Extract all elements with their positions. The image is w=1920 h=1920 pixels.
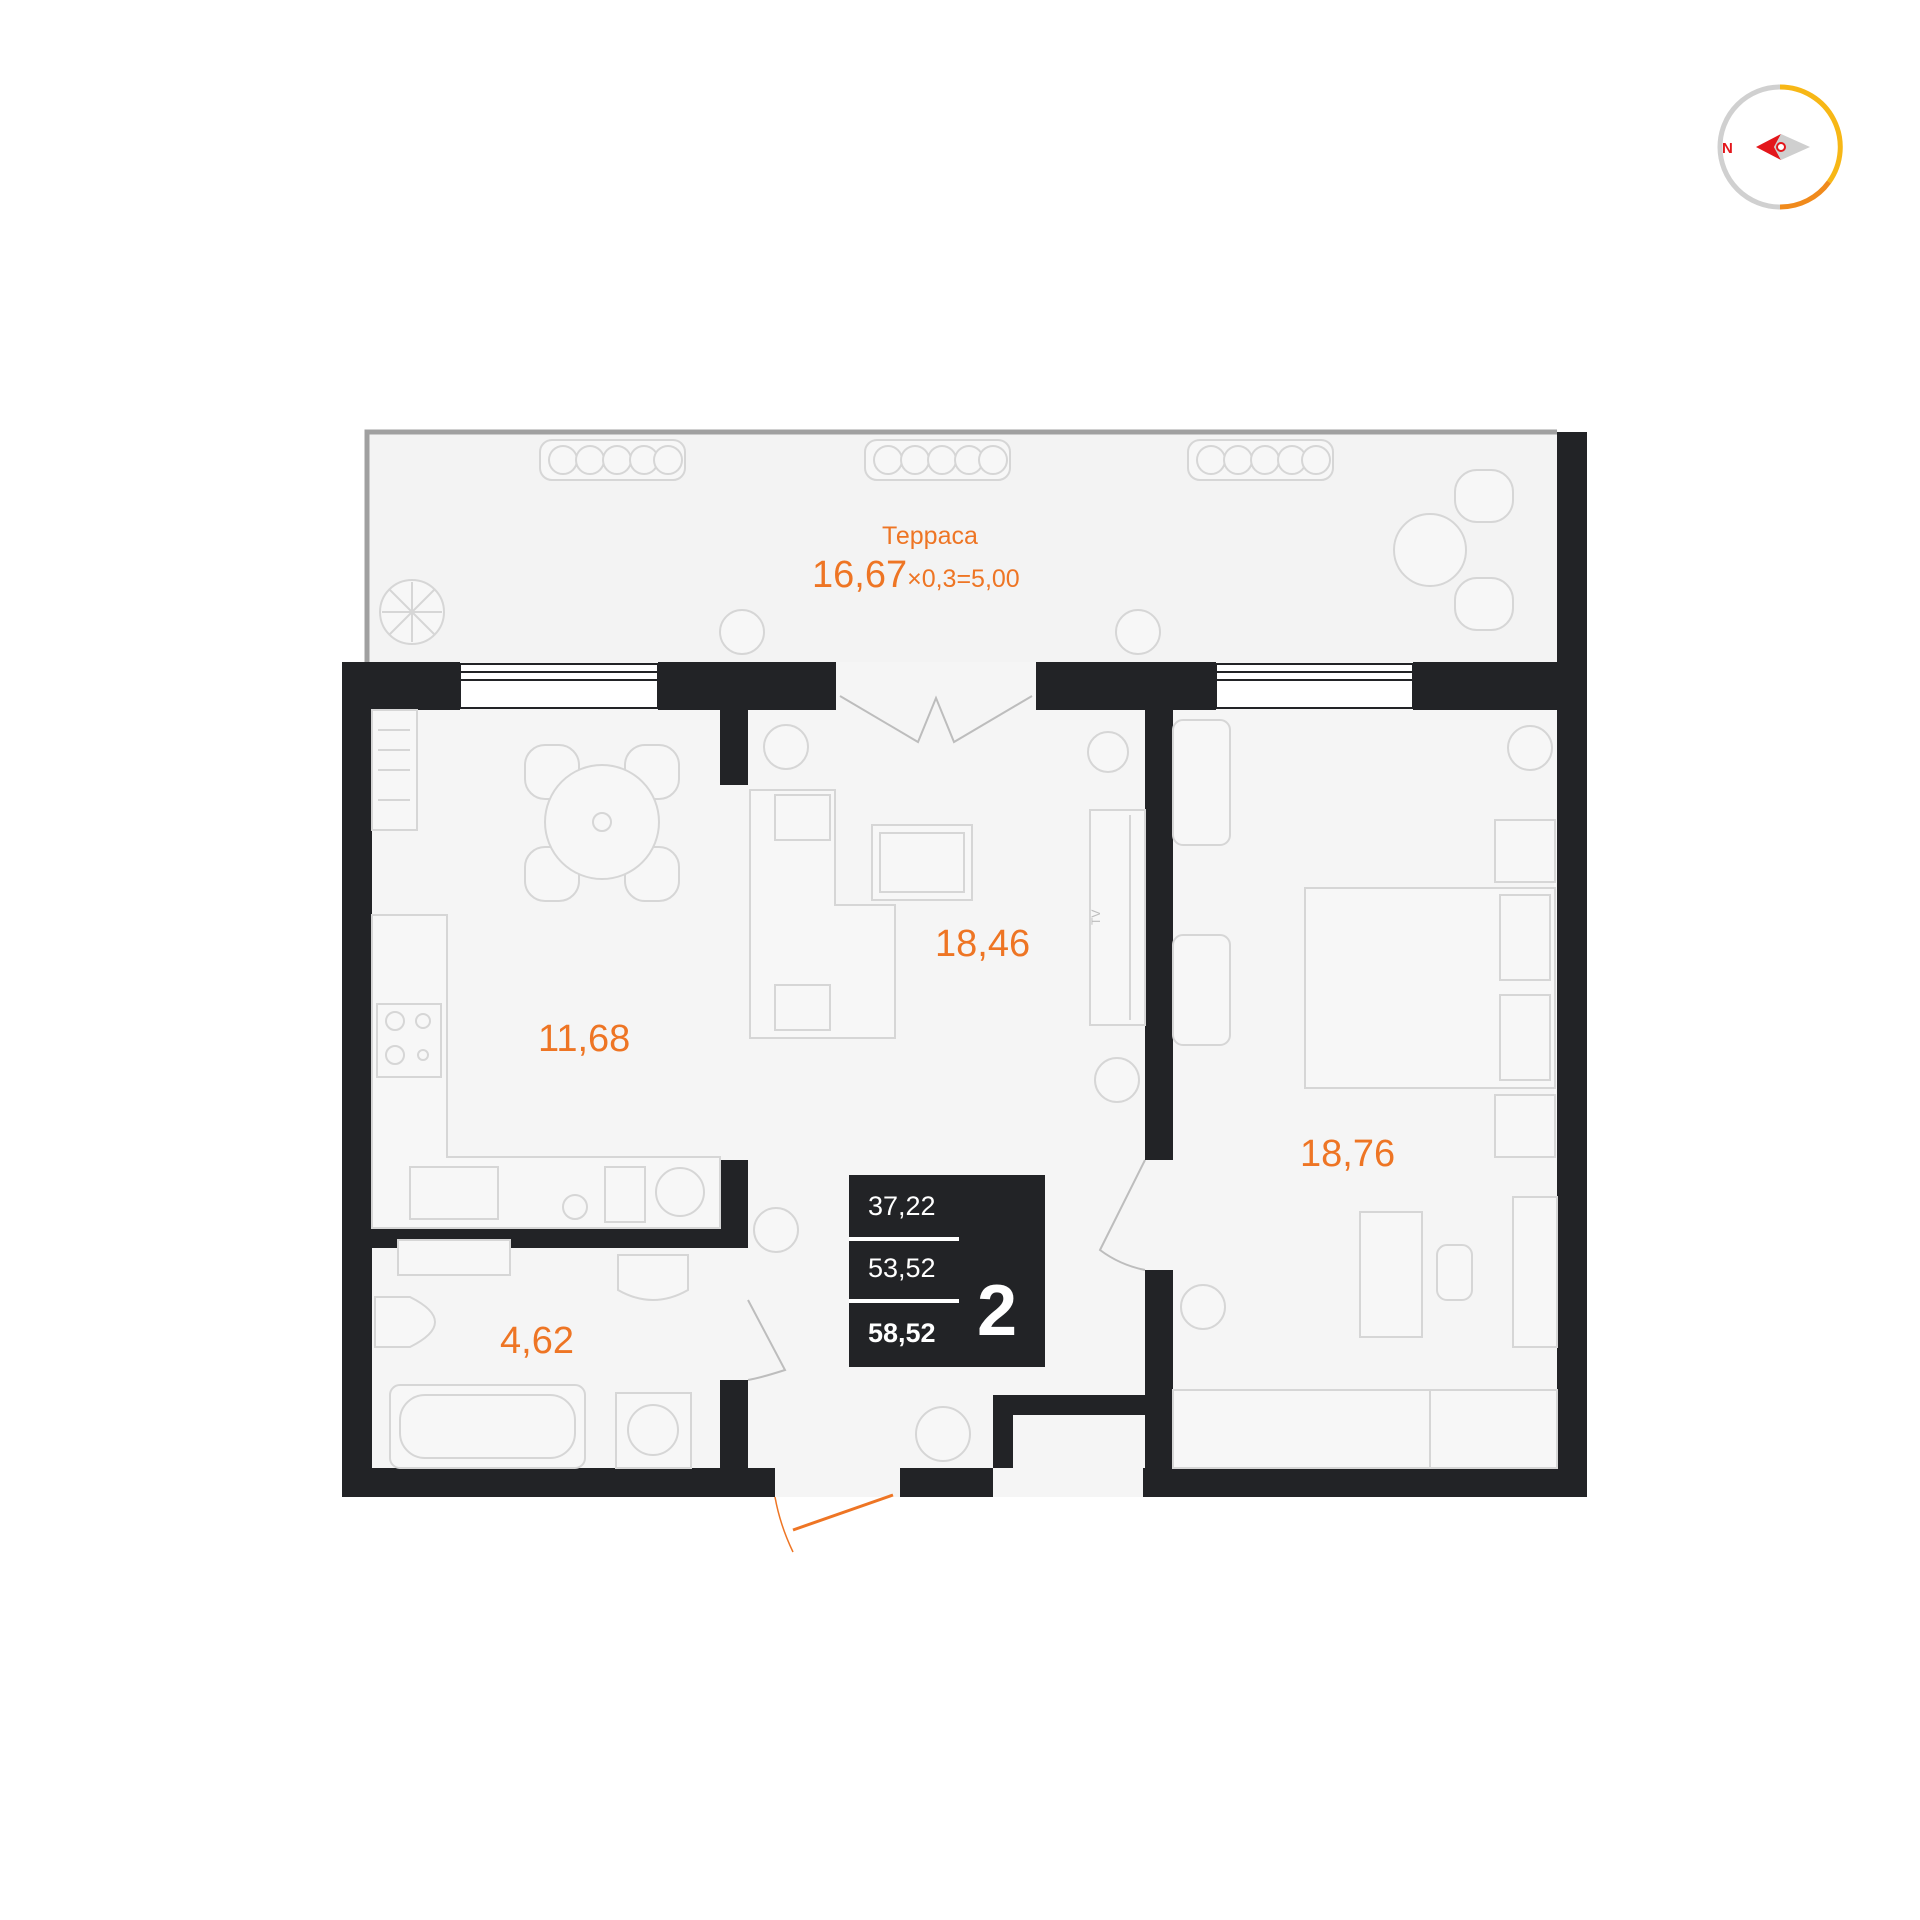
bathroom-fixtures (374, 1239, 692, 1469)
plant-living (1094, 1057, 1140, 1103)
dining-set (524, 744, 680, 902)
tv-label: TV (1089, 910, 1103, 925)
terrace-railing (364, 429, 1557, 662)
shelf-kitchen (371, 709, 418, 831)
terrace-label: Терраса (882, 522, 978, 550)
window-bedroom (1215, 663, 1414, 709)
terrace-plant-2 (1115, 609, 1161, 655)
compass-ring-accent (1779, 84, 1843, 184)
wall-top-left (342, 662, 460, 710)
bathroom-door (747, 1299, 787, 1381)
planter-mid (864, 439, 1011, 481)
wall-kitchen-lower (720, 1160, 748, 1230)
hall-pouf (915, 1406, 971, 1462)
sofa (749, 789, 896, 1039)
plant-bedroom-1 (1507, 725, 1553, 771)
bathroom-area-label: 4,62 (500, 1320, 574, 1362)
compass-arrow-north (1756, 134, 1781, 160)
planter-right (1187, 439, 1334, 481)
wall-outer-right (1557, 662, 1587, 1497)
wall-outer-left (342, 662, 372, 1497)
terrace-area-calc: 16,67×0,3=5,00 (812, 554, 1020, 597)
tv-console (1089, 809, 1146, 1026)
compass-arrow-south (1774, 134, 1810, 160)
wall-bedroom-upper (1145, 710, 1173, 1160)
wall-bottom-right (1143, 1468, 1587, 1497)
entrance-door-arc (774, 1496, 794, 1553)
summary-divider-2 (849, 1299, 959, 1303)
compass-center (1776, 142, 1786, 152)
armchair (763, 724, 1129, 773)
doors (747, 695, 1146, 1381)
windows (459, 663, 1414, 709)
wardrobe (1172, 1389, 1558, 1469)
wall-top-kitchen (658, 662, 836, 710)
living-area-label: 18,46 (935, 923, 1031, 965)
compass: N (1717, 84, 1843, 210)
wall-bottom-mid (900, 1468, 993, 1497)
area-summary-box: 37,22 53,52 58,52 2 (849, 1175, 1045, 1367)
terrace-coefficient: ×0,3=5,00 (907, 565, 1020, 593)
wall-hall-closet-side (993, 1395, 1013, 1468)
wall-bathroom-door-lower (720, 1380, 748, 1468)
bedroom-door (1098, 1159, 1146, 1271)
plant-hall (753, 1207, 799, 1253)
summary-divider-1 (849, 1237, 959, 1241)
bed (1304, 819, 1556, 1158)
terrace-table-set (1393, 469, 1514, 631)
wall-bedroom-lower (1145, 1270, 1173, 1468)
terrace-palm (379, 579, 445, 645)
bookshelf-bedroom (1512, 1196, 1558, 1348)
compass-ring-accent-2 (1779, 180, 1832, 210)
wall-kitchen-stub (720, 710, 748, 785)
wall-hall-closet-top (993, 1395, 1145, 1415)
summary-total-area: 53,52 (868, 1253, 936, 1283)
terrace-plant-1 (719, 609, 765, 655)
vanity (1172, 719, 1231, 1046)
planter-left (539, 439, 686, 481)
wall-bottom-left (342, 1468, 775, 1497)
compass-north-label: N (1722, 140, 1733, 157)
summary-total-with-terrace: 58,52 (868, 1318, 936, 1348)
summary-living-area: 37,22 (868, 1191, 936, 1221)
terrace-area: 16,67 (812, 554, 908, 596)
furniture (371, 439, 1558, 1469)
wall-terrace-right (1557, 432, 1587, 662)
desk (1359, 1211, 1473, 1338)
compass-ring (1717, 84, 1781, 210)
kitchen-counter (371, 914, 721, 1229)
kitchen-area-label: 11,68 (538, 1018, 631, 1060)
window-kitchen (459, 663, 659, 709)
summary-room-count: 2 (977, 1271, 1018, 1351)
bedroom-area-label: 18,76 (1300, 1133, 1396, 1175)
plant-bedroom-2 (1180, 1284, 1226, 1330)
walls (342, 432, 1587, 1497)
coffee-table (871, 824, 973, 901)
terrace-double-door (839, 695, 1033, 744)
wall-top-center (1036, 662, 1216, 710)
entrance-door (792, 1493, 894, 1532)
